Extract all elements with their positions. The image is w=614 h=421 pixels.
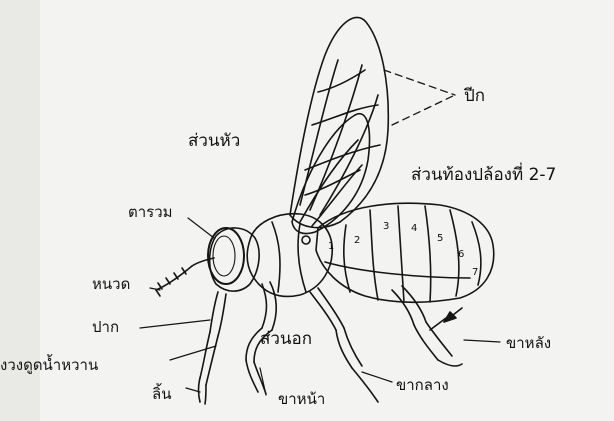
hind-leg-arrow bbox=[444, 308, 462, 322]
wings bbox=[290, 17, 388, 233]
label-antenna: หนวด bbox=[92, 277, 130, 292]
segment-number: 1 bbox=[328, 242, 334, 252]
label-fore-leg: ขาหน้า bbox=[278, 392, 325, 407]
segment-number: 2 bbox=[354, 236, 360, 246]
label-head: ส่วนหัว bbox=[188, 133, 240, 150]
abdomen-body bbox=[316, 203, 494, 302]
label-middle-leg: ขากลาง bbox=[396, 378, 449, 393]
segment-number: 6 bbox=[458, 250, 464, 260]
label-compound-eye: ตารวม bbox=[128, 205, 173, 220]
label-thorax: ส่วนอก bbox=[260, 331, 312, 348]
segment-number: 3 bbox=[383, 222, 389, 232]
proboscis-shape bbox=[199, 292, 227, 404]
middle-leg-shape bbox=[310, 288, 378, 402]
label-tongue: ลิ้น bbox=[152, 387, 171, 402]
hind-leg-shape bbox=[392, 286, 462, 366]
label-hind-leg: ขาหลัง bbox=[506, 336, 551, 351]
segment-number: 4 bbox=[411, 224, 417, 234]
label-wing: ปีก bbox=[464, 88, 485, 105]
label-nectar-tube: งวงดูดน้ำหวาน bbox=[0, 358, 98, 373]
label-abdomen: ส่วนท้องปล้องที่ 2-7 bbox=[411, 167, 556, 184]
antenna-shape bbox=[156, 258, 214, 296]
segment-number: 5 bbox=[437, 234, 443, 244]
segment-number: 7 bbox=[472, 268, 478, 278]
wing-leader-lines bbox=[384, 70, 455, 125]
label-mouth: ปาก bbox=[92, 320, 119, 335]
